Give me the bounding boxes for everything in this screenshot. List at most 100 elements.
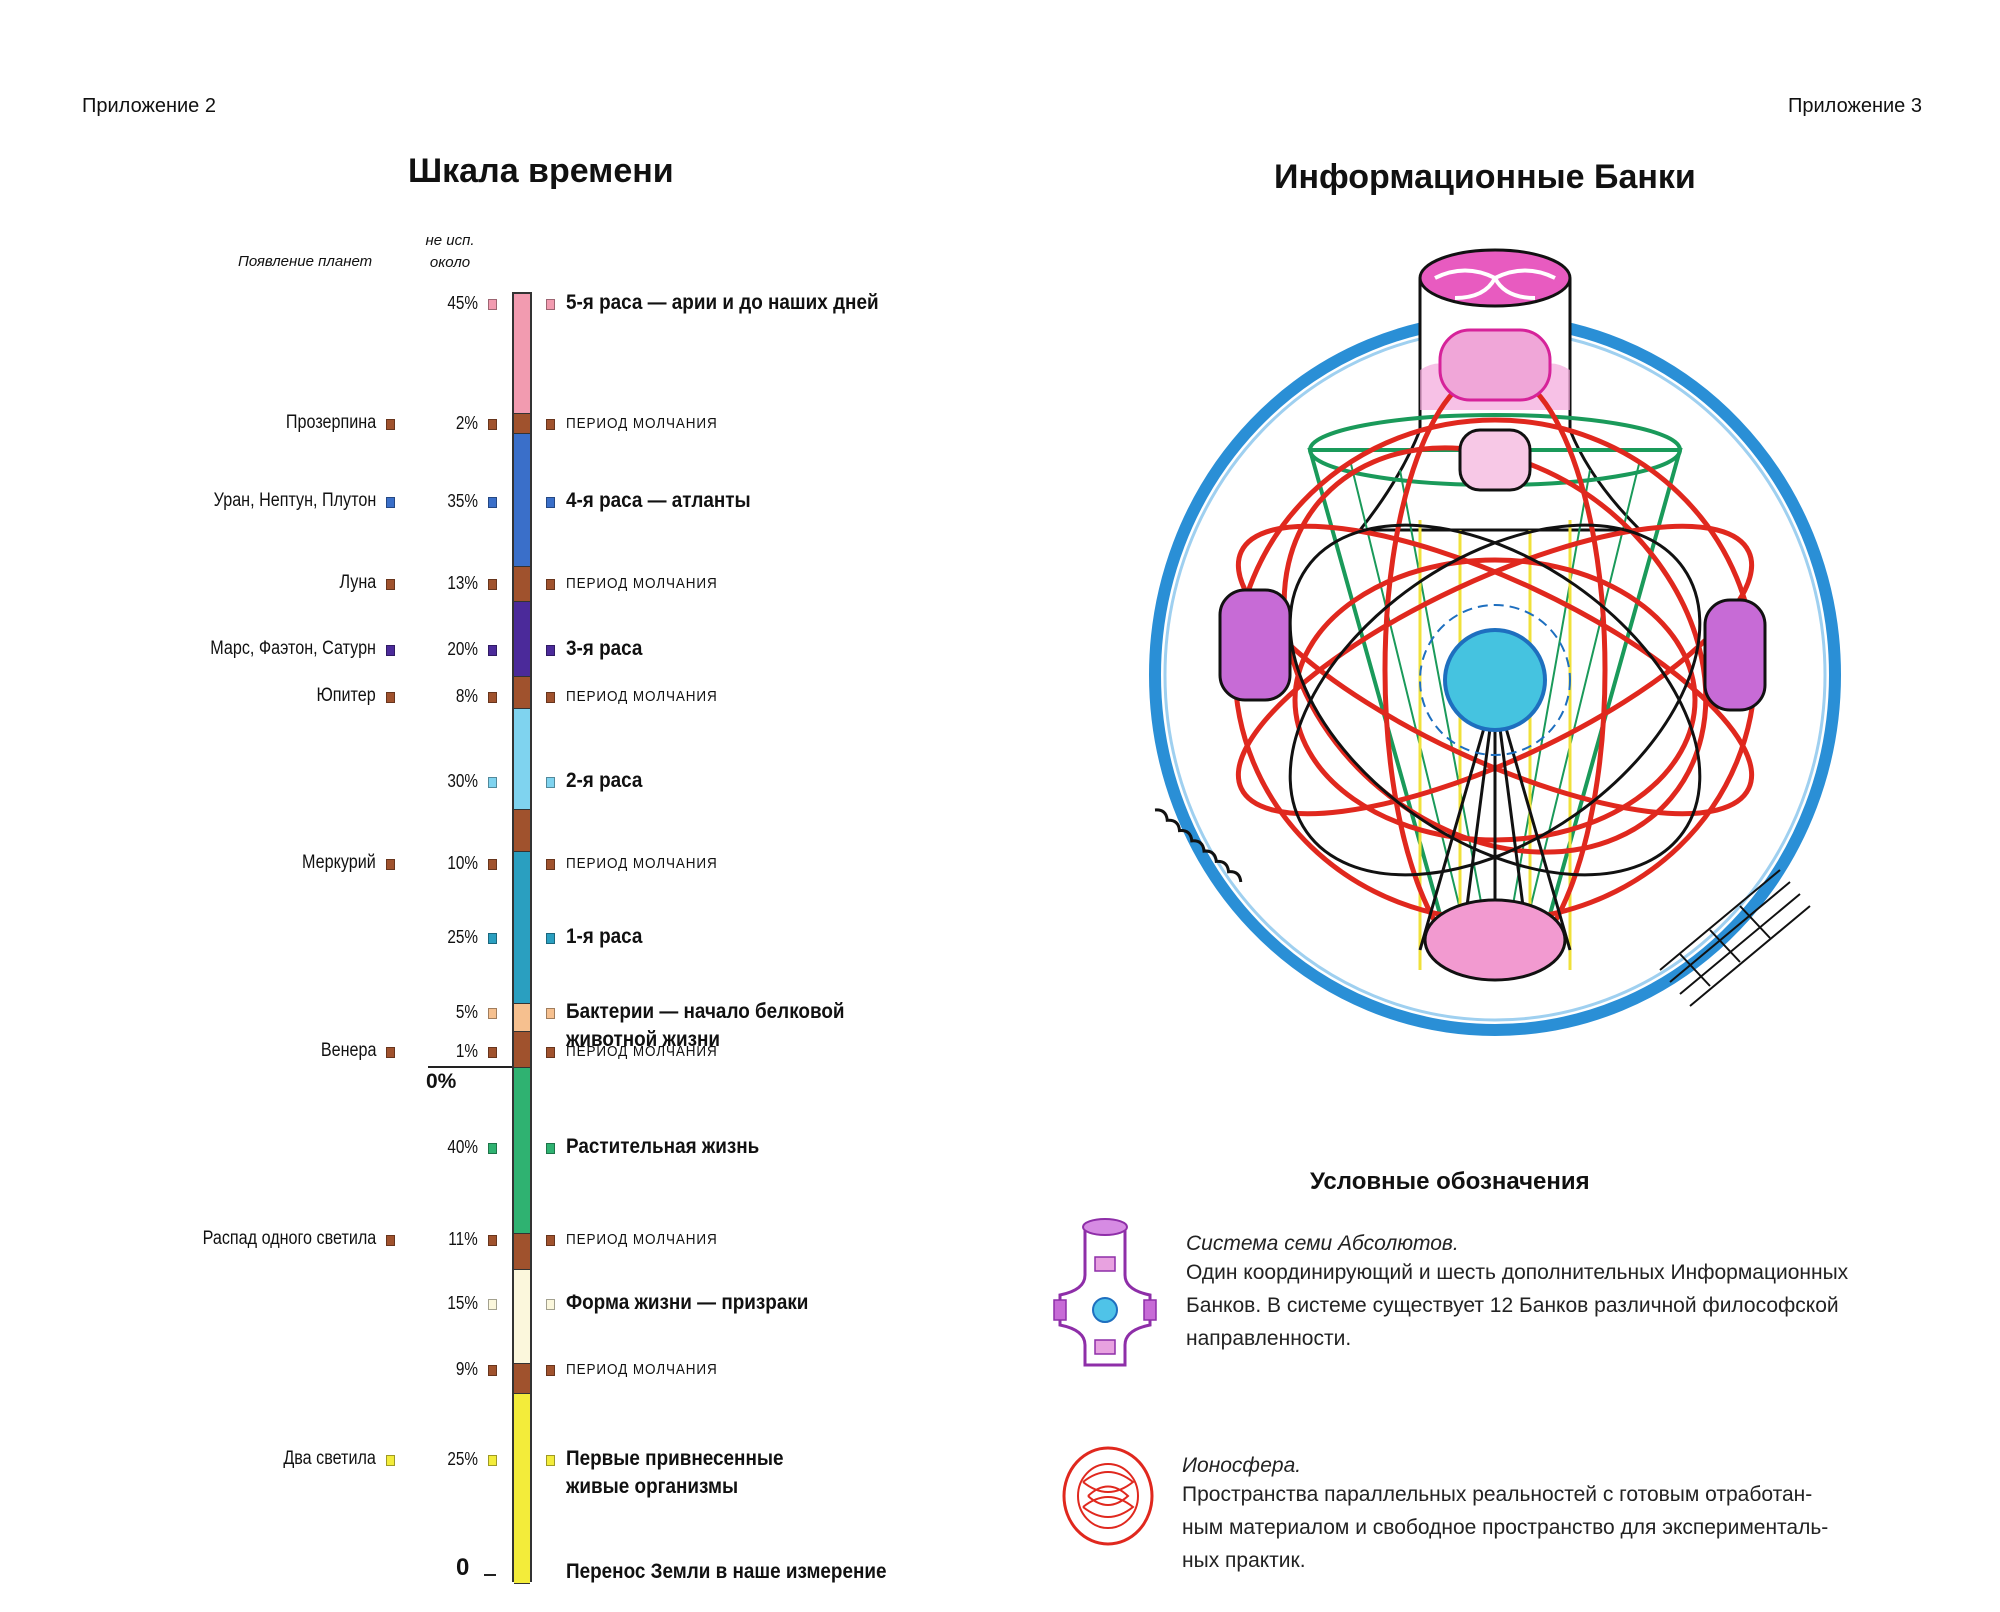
epoch-label-line: Форма жизни — призраки bbox=[566, 1291, 809, 1314]
timeline-segment bbox=[514, 567, 530, 602]
legend-item-2-text: Пространства параллельных реальностей с … bbox=[1182, 1478, 1882, 1577]
silence-period-label: ПЕРИОД МОЛЧАНИЯ bbox=[566, 855, 718, 872]
planet-marker bbox=[386, 419, 395, 430]
label-marker bbox=[546, 1047, 555, 1058]
silence-period-label: ПЕРИОД МОЛЧАНИЯ bbox=[566, 575, 718, 592]
brick-wall bbox=[1659, 869, 1811, 1007]
planet-label: Уран, Нептун, Плутон bbox=[213, 490, 376, 511]
timeline-segment bbox=[514, 810, 530, 852]
percent-marker bbox=[488, 1299, 497, 1310]
timeline-percent: 20% bbox=[447, 639, 478, 659]
timeline-segment bbox=[514, 414, 530, 434]
epoch-label: Растительная жизнь bbox=[566, 1135, 759, 1159]
core-bank bbox=[1443, 628, 1547, 732]
label-marker bbox=[546, 859, 555, 870]
epoch-label-line: живые организмы bbox=[566, 1475, 739, 1498]
timeline-segment bbox=[514, 709, 530, 810]
label-marker bbox=[546, 497, 555, 508]
planet-label: Юпитер bbox=[316, 685, 376, 706]
appendix-label-left: Приложение 2 bbox=[82, 95, 216, 117]
percent-marker bbox=[488, 1143, 497, 1154]
epoch-label-line: Растительная жизнь bbox=[566, 1135, 760, 1158]
epoch-label-line: 2-я раса bbox=[566, 769, 643, 792]
timeline-percent: 11% bbox=[448, 1229, 478, 1249]
information-banks-diagram bbox=[1149, 248, 1841, 1036]
legend-item-1-title: Система семи Абсолютов. bbox=[1186, 1232, 1459, 1255]
legend-item-1-text: Один координирующий и шесть дополнительн… bbox=[1186, 1256, 1886, 1355]
epoch-label-line: 3-я раса bbox=[566, 637, 643, 660]
silence-period-label: ПЕРИОД МОЛЧАНИЯ bbox=[566, 415, 718, 432]
percent-marker bbox=[488, 933, 497, 944]
timeline-segment bbox=[514, 434, 530, 567]
planet-label: Распад одного светила bbox=[202, 1228, 376, 1249]
timeline-segment bbox=[514, 1364, 530, 1394]
steps-left bbox=[1154, 808, 1243, 883]
epoch-label: Бактерии — начало белковой животной жизни bbox=[566, 1000, 844, 1052]
percent-marker bbox=[488, 692, 497, 703]
epoch-label: 5-я раса — арии и до наших дней bbox=[566, 291, 879, 315]
epoch-label-line: 5-я раса — арии и до наших дней bbox=[566, 291, 879, 314]
legend-item-2-line: ных практик. bbox=[1182, 1549, 1306, 1572]
legend-item-2-title: Ионосфера. bbox=[1182, 1454, 1302, 1477]
planet-marker bbox=[386, 692, 395, 703]
epoch-label-line: Первые привнесенные bbox=[566, 1447, 784, 1470]
planet-label: Марс, Фаэтон, Сатурн bbox=[210, 638, 376, 659]
epoch-label-line: Бактерии — начало белковой bbox=[566, 1000, 845, 1023]
planet-marker bbox=[386, 645, 395, 656]
banks-title: Информационные Банки bbox=[1274, 158, 1696, 196]
inner-banks bbox=[1218, 328, 1767, 982]
percent-marker bbox=[488, 645, 497, 656]
planet-marker bbox=[386, 1047, 395, 1058]
appendix-label-right: Приложение 3 bbox=[1788, 95, 1922, 117]
timeline-percent: 2% bbox=[455, 413, 478, 433]
epoch-label-line: 4-я раса — атланты bbox=[566, 489, 751, 512]
epoch-label-line: животной жизни bbox=[566, 1028, 720, 1051]
percent-marker bbox=[488, 1365, 497, 1376]
epoch-label: 4-я раса — атланты bbox=[566, 489, 751, 513]
epoch-label-line: ПЕРИОД МОЛЧАНИЯ bbox=[566, 1043, 718, 1060]
label-marker bbox=[546, 1143, 555, 1154]
percent-marker bbox=[488, 579, 497, 590]
planet-label: Меркурий bbox=[302, 852, 376, 873]
planet-marker bbox=[386, 579, 395, 590]
legend-item-1-line: Банков. В системе существует 12 Банков р… bbox=[1186, 1294, 1839, 1317]
epoch-label: 2-я раса bbox=[566, 769, 642, 793]
zero-line bbox=[428, 1066, 512, 1068]
label-marker bbox=[546, 1299, 555, 1310]
planets-column-header: Появление планет bbox=[238, 253, 373, 270]
timeline-percent: 25% bbox=[447, 927, 478, 947]
planet-label: Два светила bbox=[283, 1448, 376, 1469]
silence-period-label: ПЕРИОД МОЛЧАНИЯ bbox=[566, 1231, 718, 1248]
legend-item-1-line: Один координирующий и шесть дополнительн… bbox=[1186, 1261, 1849, 1284]
timeline-percent: 1% bbox=[455, 1041, 478, 1061]
timeline-percent: 30% bbox=[447, 771, 478, 791]
timeline-percent: 9% bbox=[455, 1359, 478, 1379]
label-marker bbox=[546, 645, 555, 656]
timeline-percent: 5% bbox=[455, 1002, 478, 1022]
percent-marker bbox=[488, 419, 497, 430]
timeline-segment bbox=[514, 294, 530, 414]
timeline-percent: 25% bbox=[447, 1449, 478, 1469]
epoch-label: Первые привнесенные живые организмы bbox=[566, 1447, 784, 1499]
core-aura bbox=[1419, 604, 1571, 756]
timeline-segment bbox=[514, 1394, 530, 1584]
silence-period-label: ПЕРИОД МОЛЧАНИЯ bbox=[566, 1361, 718, 1378]
percent-marker bbox=[488, 299, 497, 310]
epoch-label-line: ПЕРИОД МОЛЧАНИЯ bbox=[566, 855, 718, 872]
timeline-segment bbox=[514, 1068, 530, 1234]
planet-label: Прозерпина bbox=[285, 412, 376, 433]
bottom-zero-label: 0 bbox=[456, 1554, 470, 1581]
timeline-percent: 15% bbox=[447, 1293, 478, 1313]
planet-marker bbox=[386, 1235, 395, 1246]
epoch-label-line: 1-я раса bbox=[566, 925, 643, 948]
timeline-title: Шкала времени bbox=[408, 152, 674, 190]
timeline-percent: 35% bbox=[447, 491, 478, 511]
timeline-segment bbox=[514, 1032, 530, 1068]
label-marker bbox=[546, 419, 555, 430]
planet-label: Луна bbox=[339, 572, 376, 593]
label-marker bbox=[546, 1455, 555, 1466]
silence-period-label: ПЕРИОД МОЛЧАНИЯ bbox=[566, 688, 718, 705]
green-cone-ribs bbox=[1349, 459, 1641, 951]
timeline-segment bbox=[514, 852, 530, 1004]
ionosphere-icon bbox=[1062, 1446, 1154, 1546]
